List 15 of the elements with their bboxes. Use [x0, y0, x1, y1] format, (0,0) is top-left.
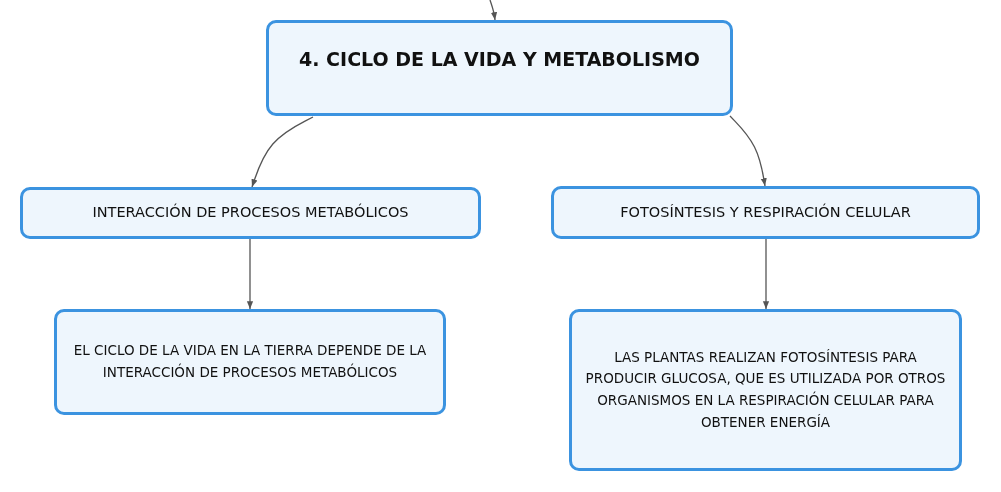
topic-text: FOTOSÍNTESIS Y RESPIRACIÓN CELULAR: [620, 202, 911, 222]
topic-box: [266, 20, 733, 116]
topic-text: INTERACCIÓN DE PROCESOS METABÓLICOS: [92, 202, 409, 223]
arrow: [251, 116, 314, 188]
topic-text: 4. CICLO DE LA VIDA Y METABOLISMO: [299, 46, 700, 72]
topic-box: [54, 309, 446, 415]
topic-text: EL CICLO DE LA VIDA EN LA TIERRA DEPENDE DE LA INTERACCIÓN DE PROCESOS METABÓLICOS: [72, 341, 428, 382]
topic-box: [20, 187, 481, 239]
topic-text: LAS PLANTAS REALIZAN FOTOSÍNTESIS PARA PRODUCIR GLUCOSA, QUE ES UTILIZADA POR OTROS ORGANISMOS EN LA RESPIRACIÓN CELULAR PARA OBTENER ENERGÍA: [584, 347, 947, 432]
arrow: [246, 238, 254, 310]
topic-box: [551, 186, 980, 239]
arrow: [729, 115, 767, 187]
topic-box: [569, 309, 962, 471]
arrow: [762, 238, 770, 310]
arrow: [489, 0, 498, 21]
